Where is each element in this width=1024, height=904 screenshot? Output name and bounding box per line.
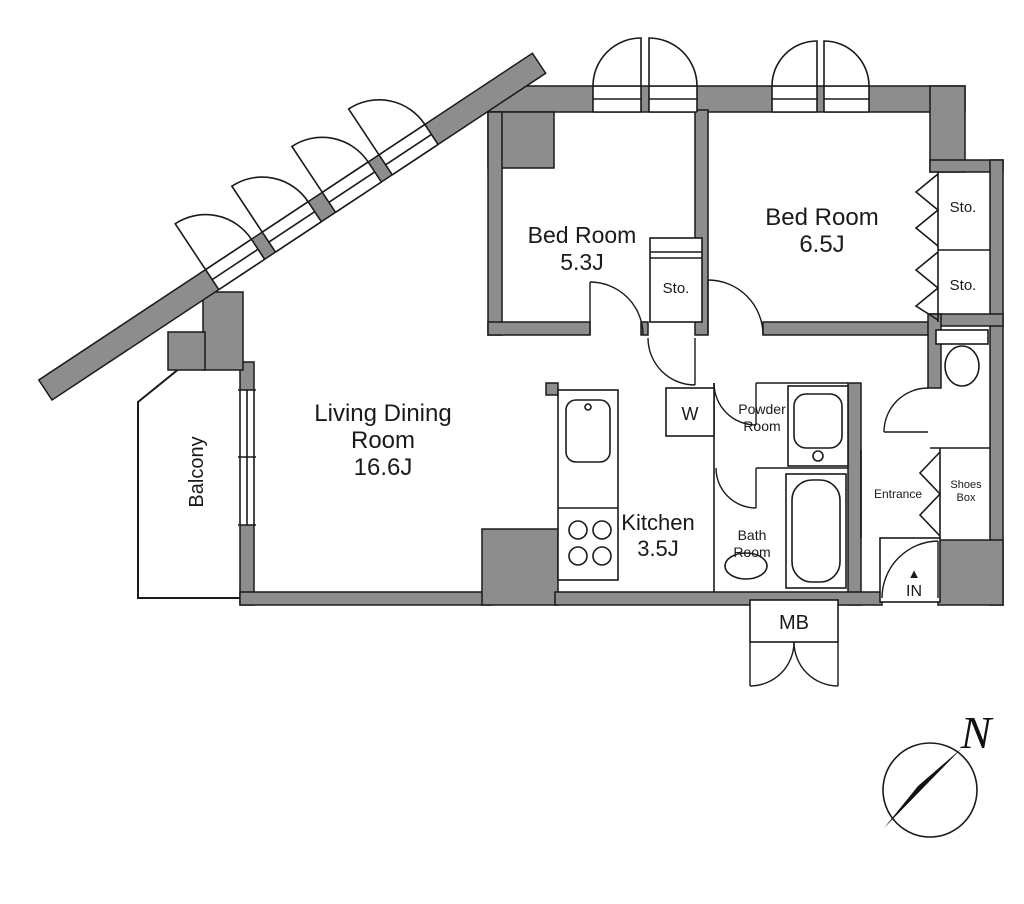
label-in: IN [906,583,922,600]
door-bed1 [589,281,644,336]
wall-bath-entrance [847,382,862,606]
window [174,213,266,291]
wall-corner-bottomright [937,539,1004,606]
stove-icon [568,520,612,566]
casement-window-icon [771,40,818,87]
toilet-icon [935,329,989,387]
label-kitchen-size: 3.5J [637,536,679,561]
label-living-2: Room [351,427,415,454]
label-bedroom-small-size: 5.3J [560,249,603,275]
door-living-hall [647,337,696,386]
label-north: N [960,707,994,758]
mb-door-right [793,641,839,687]
label-balcony: Balcony [186,436,208,507]
door-bed2 [707,279,764,336]
kitchen-sink-icon [565,399,611,463]
label-storage-top: Sto. [950,199,977,216]
walls [167,85,1004,606]
door-powder [713,382,757,426]
kitchen-counter [557,389,619,581]
window [771,40,818,113]
label-bedroom-large-size: 6.5J [799,231,844,258]
wall-kitchen-stub [545,382,559,396]
balcony-window [238,389,256,526]
wall-toilet-left [927,313,942,389]
window [347,99,439,176]
compass-circle [882,742,978,838]
wall-bed1-left [487,111,503,336]
wall-hall-band-1 [487,321,591,336]
wall-top [487,85,966,113]
mb-door-left [749,641,795,687]
label-meter-box: MB [779,612,809,634]
casement-window-icon [230,176,310,234]
compass-needle-icon [884,748,962,828]
bath-sink-icon [724,552,768,580]
front-door [879,537,941,603]
wall-bottom-chunk [481,528,559,606]
diagonal-windows [174,99,439,291]
washer-space [665,387,715,437]
wall-step-1 [202,291,244,371]
casement-window-icon [290,136,370,194]
label-storage-middle: Sto. [663,280,690,297]
door-bath [715,467,757,509]
entrance-arrow-icon: ▲ [908,566,921,581]
wall-hall-band-2 [640,321,649,336]
doors [589,279,929,509]
casement-window-icon [823,40,870,87]
storage-right [914,172,990,322]
top-windows [592,37,870,113]
label-bath-1: Bath [738,527,767,543]
wall-right [989,159,1004,606]
wall-bottom-left [239,591,493,606]
label-bedroom-small: Bed Room [528,222,637,248]
bathtub-icon [785,473,847,589]
meter-box [749,599,839,687]
label-shoes-2: Box [957,492,976,504]
door-toilet [883,387,929,433]
label-kitchen: Kitchen [621,510,694,535]
casement-window-icon [347,99,426,156]
label-storage-bottom: Sto. [950,277,977,294]
wall-corner-topright [929,85,966,173]
window [592,37,642,113]
casement-window-icon [592,37,642,87]
label-powder-1: Powder [738,401,786,417]
label-washer: W [682,404,699,424]
label-bath-2: Room [733,544,770,560]
wall-hall-band-3 [762,321,931,336]
vanity-sink-icon [787,385,849,467]
bifold-door-icon [914,251,940,321]
window [290,136,383,214]
storage-middle-box [649,237,703,323]
casement-window-icon [648,37,698,87]
label-living-1: Living Dining [314,400,451,427]
bifold-door-icon [918,451,942,537]
door-front-swing [881,540,939,599]
entrance-area [860,447,990,538]
window [823,40,870,113]
label-shoes-1: Shoes [950,479,982,491]
label-powder-2: Room [743,418,780,434]
wall-step-2 [167,331,206,371]
window [230,176,323,253]
label-living-size: 16.6J [354,454,413,481]
label-bedroom-large: Bed Room [765,204,878,231]
window [648,37,698,113]
compass: N [882,707,994,838]
bifold-door-icon [914,173,940,247]
label-entrance: Entrance [874,487,922,501]
diagonal-wall [37,52,547,402]
casement-window-icon [174,213,253,271]
